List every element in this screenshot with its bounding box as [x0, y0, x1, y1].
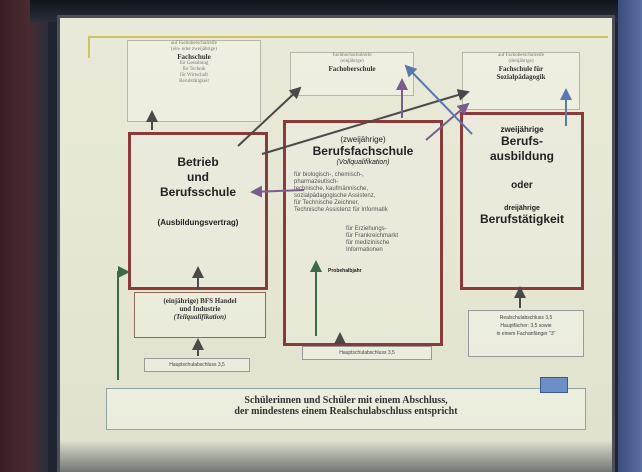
- box-betrieb-berufsschule: Betrieb und Berufsschule (Ausbildungsver…: [128, 132, 268, 290]
- banner-line-2: der mindestens einem Realschulabschluss …: [234, 406, 458, 417]
- text: (einjährige) BFS Handel: [163, 297, 237, 305]
- text: Berufstätigkeit: [479, 212, 565, 226]
- wall-left: [0, 0, 48, 472]
- text: für Technische Zeichner,: [294, 200, 359, 206]
- left-connector-line: [88, 36, 90, 58]
- note-hauptschule-left: Hauptschulabschluss 3,5: [144, 358, 250, 372]
- text: und: [187, 170, 209, 184]
- text: Fachschule für: [498, 65, 544, 73]
- text: für Erziehungs-: [346, 226, 387, 232]
- text: (dreijährige): [508, 59, 534, 64]
- text: für Wirtschaft: [180, 73, 208, 78]
- text: Fachoberschule: [328, 65, 376, 73]
- text: für medizinische: [346, 240, 390, 246]
- arrow-to-betrieb: [250, 185, 305, 198]
- box-berufsfachschule: (zweijährige) Berufsfachschule (Vollqual…: [283, 120, 443, 346]
- text: Fachschule: [177, 53, 211, 61]
- text: und Industrie: [179, 305, 221, 313]
- logo-icon: [540, 377, 568, 393]
- arrow-blue-diagonal: [404, 64, 473, 135]
- text: Realschulabschluss 3,5: [499, 315, 553, 321]
- text: Berufsfachschule: [312, 144, 414, 158]
- text: auf Fachoberschulreife: [171, 41, 217, 46]
- text: Berufstätigkeit: [179, 79, 209, 84]
- banner-abschluss: Schülerinnen und Schüler mit einem Absch…: [106, 388, 586, 430]
- text: für Frankreichmarkt: [346, 233, 399, 239]
- text: pharmazeutisch-: [294, 179, 339, 185]
- text: Informationen: [346, 247, 383, 253]
- text: dreijährige: [504, 205, 540, 212]
- text: sozialpädagogische Assistenz,: [294, 193, 376, 199]
- text: Hauptfächer: 3,5 sowie: [500, 323, 552, 329]
- text: (Teilqualifikation): [173, 313, 227, 321]
- text: technische, kaufmännische,: [294, 186, 369, 192]
- box-fachschule: auf Fachoberschulreife (ein- oder zweijä…: [127, 40, 261, 122]
- screen-shadow: [60, 440, 612, 472]
- projector-frame: [30, 0, 642, 22]
- wall-right: [618, 0, 642, 472]
- text: (Vollqualifikation): [336, 159, 390, 166]
- text: für biologisch-, chemisch-,: [294, 172, 364, 178]
- text: (Ausbildungsvertrag): [157, 218, 239, 227]
- box-bfs-handel: (einjährige) BFS Handel und Industrie (T…: [134, 292, 266, 338]
- text: Berufsschule: [159, 185, 237, 199]
- text: Sozialpädagogik: [496, 73, 546, 81]
- text: Technische Assistenz für Informatik: [294, 207, 388, 213]
- text: Fachhochschulreife: [332, 53, 372, 58]
- text: (ein- oder zweijährige): [171, 47, 217, 52]
- text: ausbildung: [490, 149, 554, 163]
- note-hauptschule-mid: Hauptschulabschluss 3,5: [302, 346, 432, 360]
- text: für Gestaltung: [179, 61, 209, 66]
- box-sozialpaedagogik: auf Fachoberschulreife (dreijährige) Fac…: [462, 52, 580, 110]
- text: Berufs-: [500, 134, 543, 148]
- arrow-to-sozialpaedagogik: [425, 102, 470, 141]
- banner-line-1: Schülerinnen und Schüler mit einem Absch…: [244, 395, 448, 406]
- projection-screen: [60, 18, 612, 472]
- text: (einjährige): [340, 59, 364, 64]
- text: Betrieb: [177, 155, 219, 169]
- text: zweijährige: [500, 125, 544, 134]
- top-connector-line: [88, 36, 608, 38]
- box-fachoberschule: Fachhochschulreife (einjährige) Fachober…: [290, 52, 414, 96]
- arrow-to-fachoberschule: [237, 86, 302, 147]
- text: Probehalbjahr: [328, 268, 362, 274]
- text: für Technik: [182, 67, 206, 72]
- text: auf Fachoberschulreife: [498, 53, 544, 58]
- text: in einem Fachanfänger "3": [496, 331, 556, 337]
- arrow-to-fachoberschule-2: [261, 89, 470, 155]
- note-realschule-right: Realschulabschluss 3,5 Hauptfächer: 3,5 …: [468, 310, 584, 357]
- arrow-green-left: [117, 266, 130, 380]
- text: oder: [511, 180, 533, 191]
- text: (zweijährige): [340, 135, 386, 144]
- box-berufsausbildung: zweijährige Berufs- ausbildung oder drei…: [460, 112, 584, 290]
